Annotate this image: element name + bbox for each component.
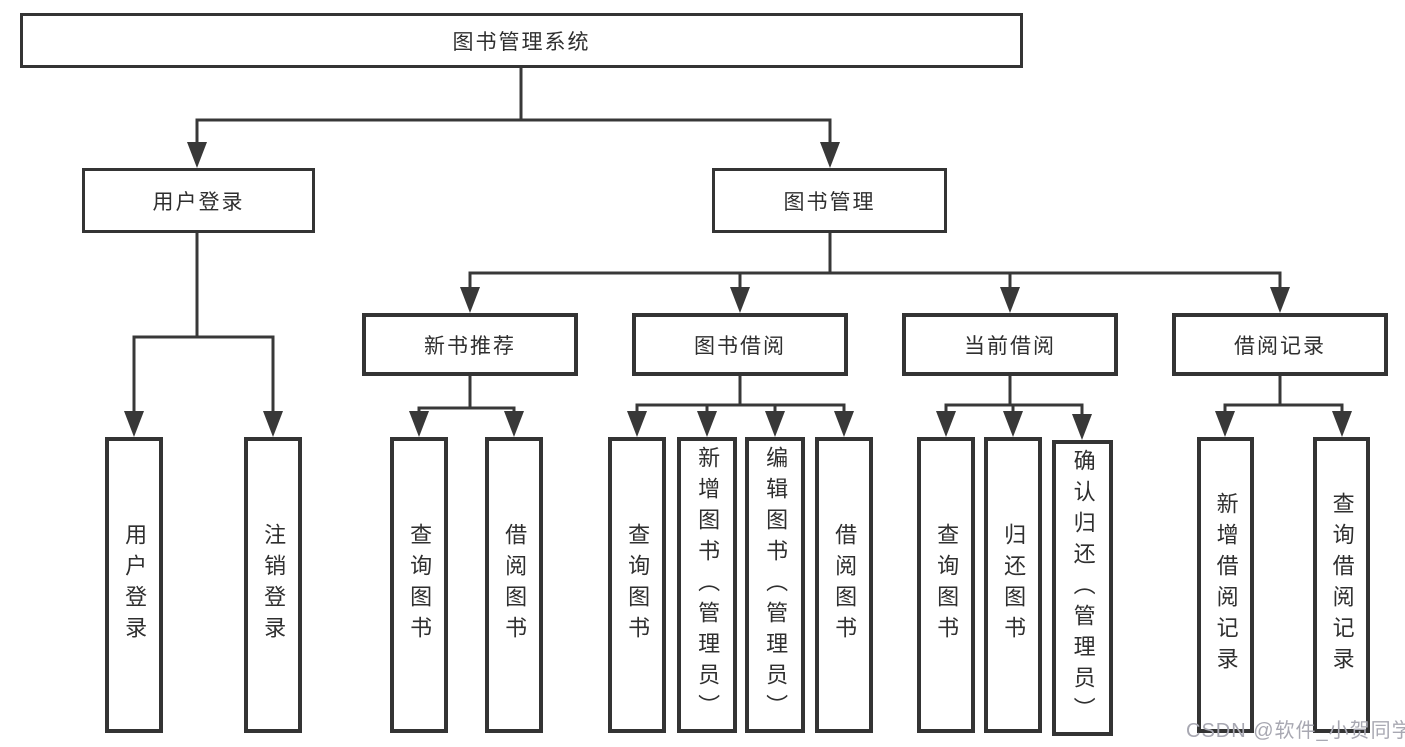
node-label: 新增借阅记录 bbox=[1213, 492, 1239, 678]
node-label: 图书管理 bbox=[783, 190, 876, 214]
leaf-return-books: 归还图书 bbox=[984, 437, 1042, 733]
node-label: 查询图书 bbox=[625, 523, 651, 647]
leaf-borrow-books: 借阅图书 bbox=[815, 437, 873, 733]
node-new-book-recommend: 新书推荐 bbox=[362, 313, 578, 376]
node-label: 用户登录 bbox=[122, 523, 148, 647]
node-label: 新增图书（管理员） bbox=[695, 445, 721, 725]
node-book-borrowing: 图书借阅 bbox=[632, 313, 848, 376]
node-label: 图书管理系统 bbox=[452, 30, 591, 54]
leaf-query-borrow-record: 查询借阅记录 bbox=[1313, 437, 1370, 733]
node-label: 新书推荐 bbox=[424, 334, 516, 358]
leaf-query-books-current: 查询图书 bbox=[917, 437, 975, 733]
node-label: 用户登录 bbox=[152, 190, 245, 214]
node-label: 借阅记录 bbox=[1234, 334, 1326, 358]
node-label: 查询图书 bbox=[407, 523, 433, 647]
leaf-confirm-return-admin: 确认归还（管理员） bbox=[1052, 440, 1113, 736]
node-library-management-system: 图书管理系统 bbox=[20, 13, 1023, 68]
node-label: 注销登录 bbox=[261, 523, 287, 647]
leaf-query-books-borrowing: 查询图书 bbox=[608, 437, 666, 733]
leaf-user-login: 用户登录 bbox=[105, 437, 163, 733]
node-label: 借阅图书 bbox=[502, 523, 528, 647]
node-label: 归还图书 bbox=[1001, 523, 1027, 647]
node-label: 查询图书 bbox=[934, 523, 960, 647]
node-label: 借阅图书 bbox=[832, 523, 858, 647]
node-label: 当前借阅 bbox=[964, 334, 1056, 358]
leaf-edit-books-admin: 编辑图书（管理员） bbox=[745, 437, 805, 733]
node-current-borrowing: 当前借阅 bbox=[902, 313, 1118, 376]
csdn-watermark: CSDN @软件_小贺同学 bbox=[1186, 720, 1405, 742]
node-label: 编辑图书（管理员） bbox=[763, 445, 789, 725]
leaf-query-books-recommend: 查询图书 bbox=[390, 437, 448, 733]
node-label: 确认归还（管理员） bbox=[1070, 448, 1096, 728]
node-label: 图书借阅 bbox=[694, 334, 786, 358]
node-book-management: 图书管理 bbox=[712, 168, 947, 233]
leaf-borrow-books-recommend: 借阅图书 bbox=[485, 437, 543, 733]
node-label: 查询借阅记录 bbox=[1329, 492, 1355, 678]
node-borrowing-records: 借阅记录 bbox=[1172, 313, 1388, 376]
leaf-add-books-admin: 新增图书（管理员） bbox=[677, 437, 737, 733]
leaf-logout: 注销登录 bbox=[244, 437, 302, 733]
leaf-add-borrow-record: 新增借阅记录 bbox=[1197, 437, 1254, 733]
node-user-login: 用户登录 bbox=[82, 168, 315, 233]
